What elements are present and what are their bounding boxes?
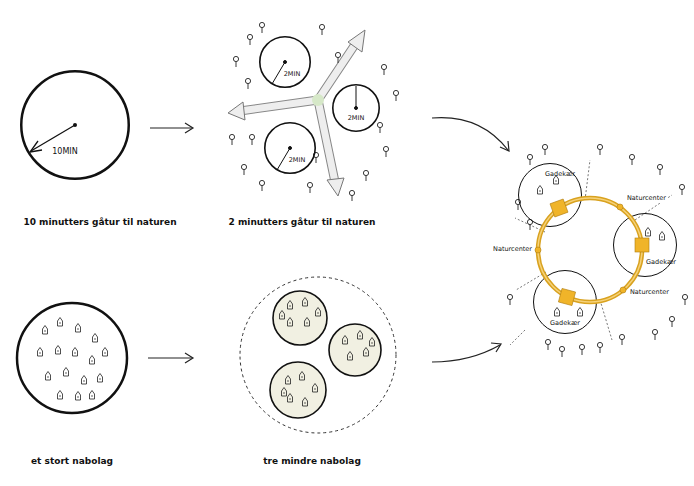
walk-radius-circle: 2MIN	[332, 84, 380, 132]
walk-radius-circle: 10MIN	[20, 70, 130, 180]
gadekaer-circle: Gadekær	[613, 213, 677, 277]
place-label: Naturcenter	[629, 289, 670, 296]
circle-outline	[20, 70, 130, 180]
node-text: Gadekær	[646, 259, 676, 266]
walk-radius-circle: 2MIN	[259, 36, 311, 88]
caption: 2 minutters gåtur til naturen	[229, 218, 376, 228]
place-label: Naturcenter	[626, 195, 667, 202]
house-symbol	[38, 176, 665, 407]
node-text: 10MIN	[52, 148, 77, 156]
node-text: Gadekær	[545, 171, 575, 178]
neighbourhood-group	[240, 277, 396, 433]
dashed-path	[510, 160, 672, 345]
caption: tre mindre nabolag	[263, 457, 361, 467]
caption: et stort nabolag	[31, 457, 113, 467]
circle-outline	[613, 213, 677, 277]
node-text: 2MIN	[348, 115, 365, 122]
place-label: Naturcenter	[492, 246, 533, 253]
neighbourhood-circle	[17, 303, 127, 413]
walk-radius-circle: 2MIN	[264, 122, 316, 174]
node-text: 2MIN	[289, 157, 306, 164]
node-text: 2MIN	[284, 71, 301, 78]
circle-outline	[264, 122, 316, 174]
tree-symbol	[229, 22, 687, 357]
circle-outline	[332, 84, 380, 132]
gadekaer-circle: Gadekær	[533, 270, 597, 334]
gadekaer-circle: Gadekær	[518, 163, 582, 227]
path-arrows	[228, 30, 365, 196]
node-text: Gadekær	[550, 320, 580, 327]
circle-outline	[259, 36, 311, 88]
caption: 10 minutters gåtur til naturen	[23, 218, 176, 228]
